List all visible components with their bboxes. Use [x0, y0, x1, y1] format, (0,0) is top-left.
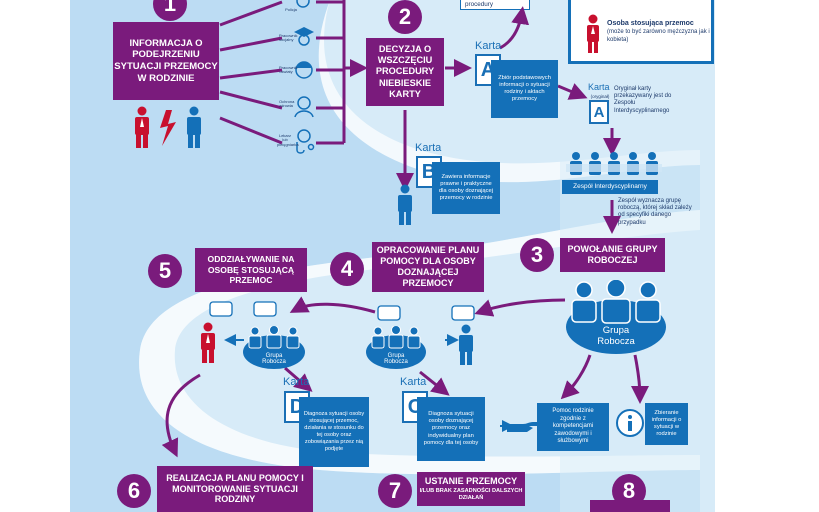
karta-b-icon: B: [416, 156, 442, 188]
step-4-title: OPRACOWANIE PLANU POMOCY DLA OSOBY DOZNA…: [372, 242, 484, 292]
step-8-box-partial: [590, 500, 670, 512]
info-icon: [616, 409, 644, 437]
step-3-title: POWOŁANIE GRUPY ROBOCZEJ: [560, 238, 665, 272]
health-worker-icon: [294, 96, 314, 118]
step-7-number: 7: [378, 474, 412, 508]
profession-label-2: Pracownik socjalny: [279, 33, 298, 43]
karta-a-info: Zbiór podstawowych informacji o sytuacji…: [491, 60, 558, 118]
working-group-people-icon: [571, 280, 661, 324]
profession-label-3: Pracownik oświaty: [279, 65, 298, 75]
step-2-number: 2: [388, 0, 422, 34]
karta-d-label: Karta: [283, 376, 310, 388]
karta-c-info: Diagnoza sytuacji osoby doznającej przem…: [417, 397, 485, 461]
step-7-box: USTANIE PRZEMOCY I/LUB BRAK ZASADNOŚCI D…: [417, 472, 525, 506]
karta-a-label: Karta: [475, 40, 502, 52]
step-6-title: REALIZACJA PLANU POMOCY I MONITOROWANIE …: [157, 466, 313, 512]
karta-c-label: Karta: [400, 376, 427, 388]
team-people-icon: [566, 152, 662, 175]
working-group-step5-people: [248, 326, 300, 349]
original-card-label: Karta: [588, 82, 610, 92]
karta-b-info: Zawiera informacje prawne i praktyczne d…: [432, 162, 500, 214]
perpetrator-icon-step5: [201, 322, 215, 363]
original-card-icon: A: [589, 100, 609, 124]
step-2-title: DECYZJA O WSZCZĘCIU PROCEDURY NIEBIESKIE…: [366, 38, 444, 106]
top-partial-info: procedury: [460, 0, 530, 10]
victim-icon: [398, 184, 412, 225]
legend-perpetrator-subtitle: (może to być zarówno mężczyzna jak i kob…: [607, 29, 710, 43]
teacher-icon: [295, 61, 313, 79]
social-worker-icon: [294, 27, 314, 46]
legend-box: Osoba stosująca przemoc (może to być zar…: [568, 0, 714, 64]
perpetrator-icon: [587, 14, 599, 53]
helping-hand-icon: [507, 422, 537, 432]
profession-label-1: Policja: [285, 7, 297, 12]
profession-label-4: Ochrona zdrowia: [279, 99, 295, 109]
step-3-number: 3: [520, 238, 554, 272]
step-7-title: USTANIE PRZEMOCY: [424, 476, 518, 487]
violence-icon: [135, 106, 201, 148]
step-1-number: 1: [153, 0, 187, 21]
step-7-subtitle: I/LUB BRAK ZASADNOŚCI DALSZYCH DZIAŁAŃ: [419, 488, 523, 501]
step-5-title: ODDZIAŁYWANIE NA OSOBĘ STOSUJĄCĄ PRZEMOC: [195, 248, 307, 292]
working-group-step4-people: [371, 326, 421, 349]
zespol-description: Zespół wyznacza grupę roboczą, której sk…: [618, 198, 692, 226]
step-6-number: 6: [117, 474, 151, 508]
zespol-label: Zespół Interdyscyplinarny: [562, 180, 658, 194]
speech-bubbles-step4: [377, 305, 475, 321]
original-card-tag: (oryginał): [590, 94, 610, 99]
working-group-big-label: Grupa Robocza: [597, 325, 635, 348]
karta-b-label: Karta: [415, 142, 442, 154]
legend-perpetrator-title: Osoba stosująca przemoc: [607, 20, 694, 27]
step-5-number: 5: [148, 254, 182, 288]
speech-bubbles-step5: [209, 301, 277, 317]
karta-d-info: Diagnoza sytuacji osoby stosującej przem…: [299, 397, 369, 467]
police-icon: [296, 0, 310, 8]
profession-icons: [282, 0, 318, 160]
zbieranie-info: Zbieranie informacji o sytuacji w rodzin…: [645, 403, 688, 445]
working-group-step5-label: Grupa Robocza: [262, 352, 286, 366]
profession-label-5: Lekarz lub pielęgniarka: [277, 133, 299, 147]
step-4-number: 4: [330, 252, 364, 286]
original-card-text: Oryginał karty przekazywany jest do Zesp…: [614, 86, 672, 114]
step-1-title: INFORMACJA O PODEJRZENIU SYTUACJI PRZEMO…: [113, 22, 219, 100]
pomoc-info: Pomoc rodzinie zgodnie z kompetencjami z…: [537, 403, 609, 451]
working-group-step4-label: Grupa Robocza: [384, 352, 408, 366]
doctor-icon: [296, 129, 315, 154]
victim-icon-step4: [459, 324, 473, 365]
